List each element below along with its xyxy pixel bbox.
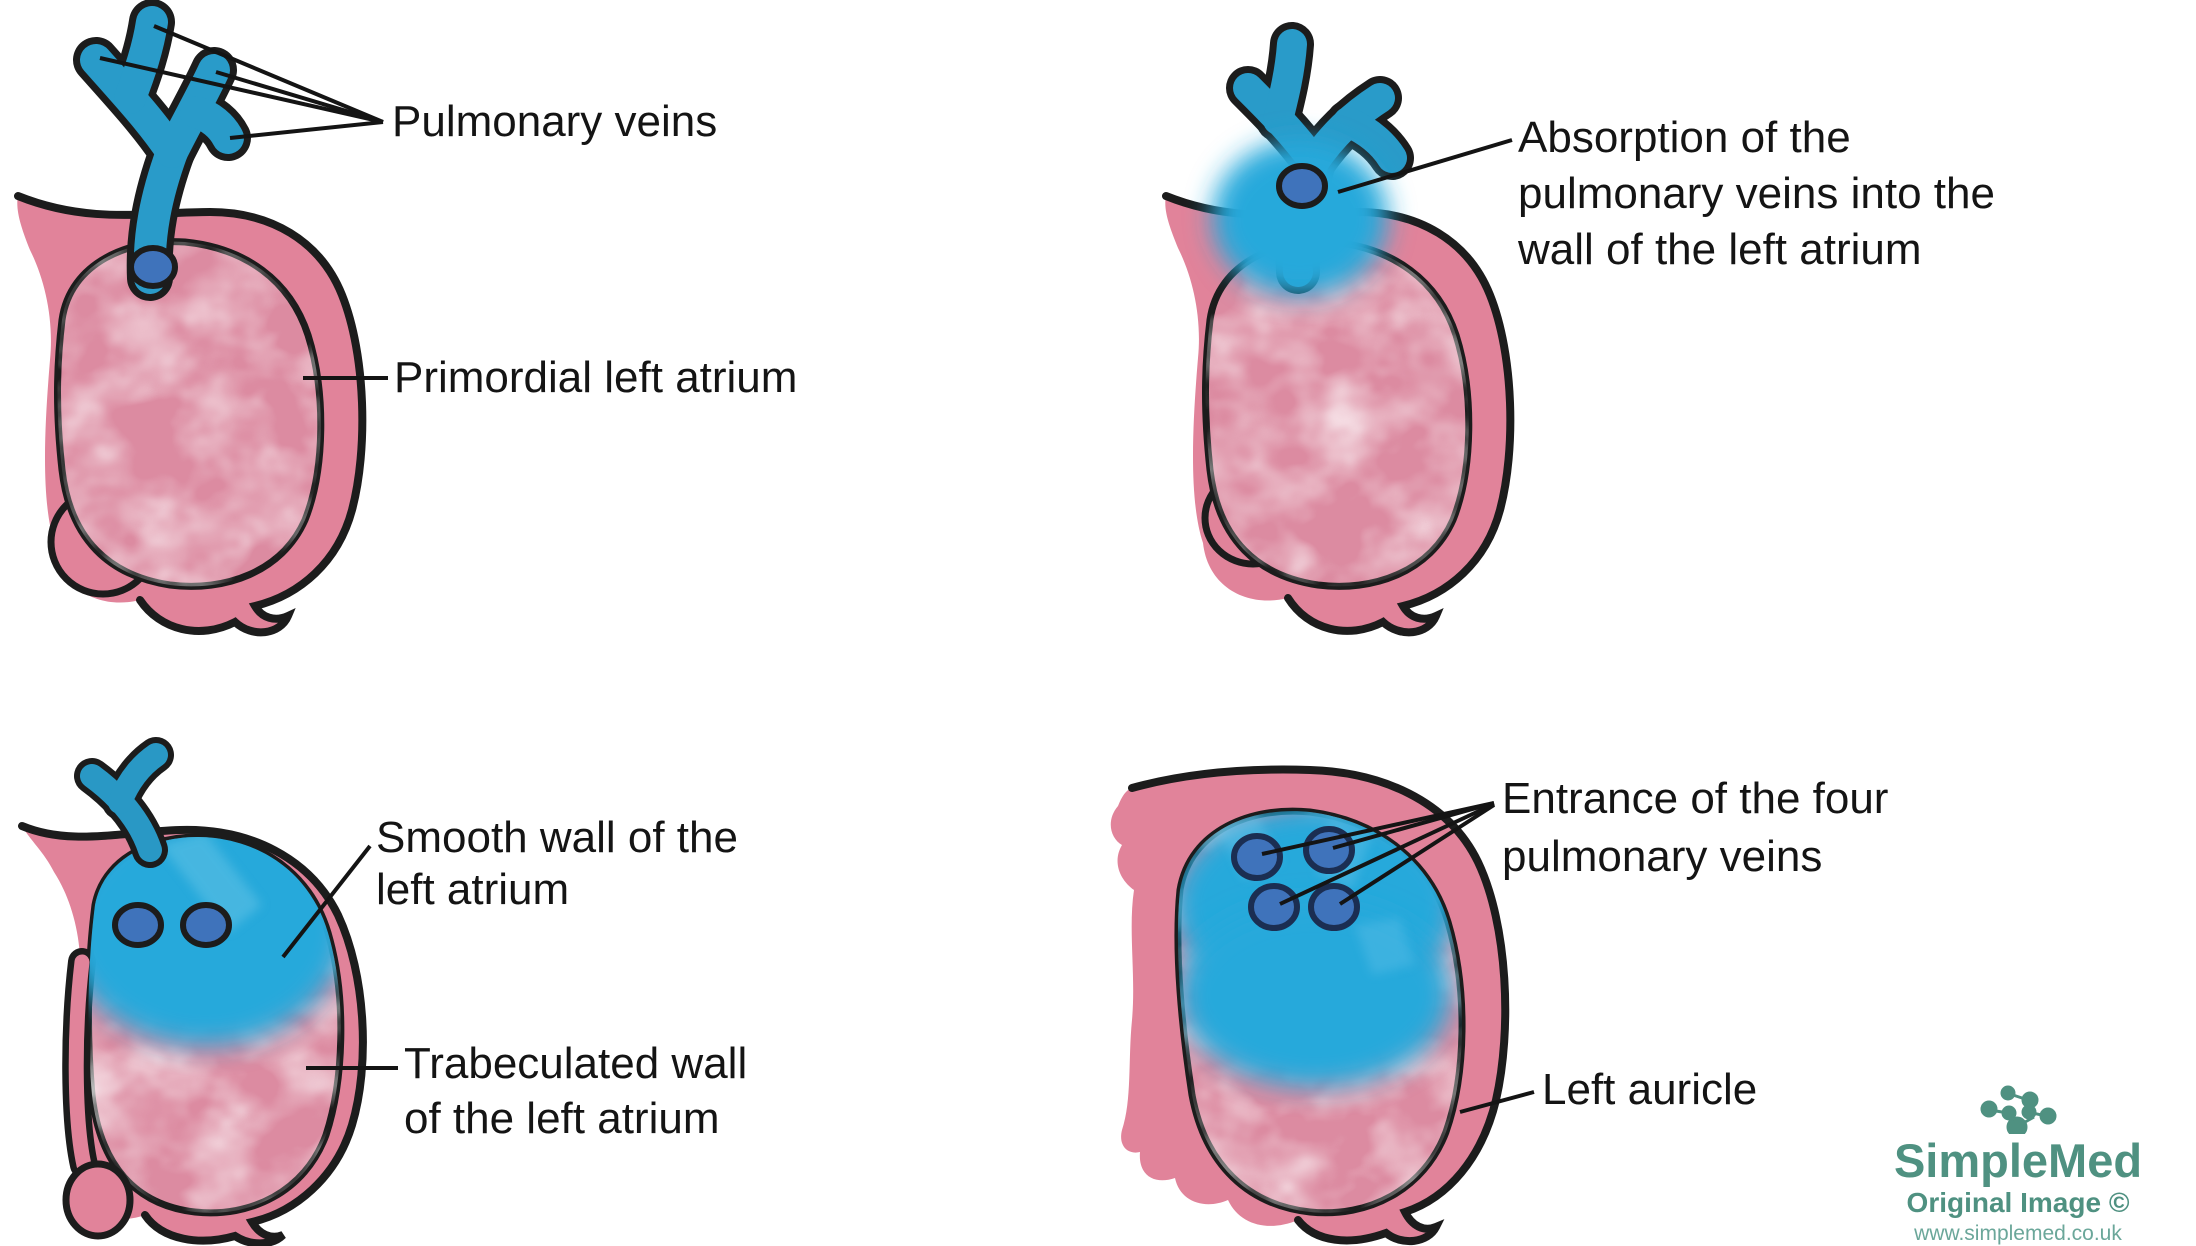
pulmonary-veins-label: Pulmonary veins	[392, 94, 717, 150]
atrium-outline	[18, 822, 367, 1246]
panel-absorption	[1162, 22, 1515, 637]
watermark: SimpleMed Original Image © www.simplemed…	[1893, 1082, 2143, 1246]
smooth-line-2: left atrium	[376, 865, 570, 914]
absorption-line-1: Absorption of the	[1518, 113, 1851, 162]
primordial-left-atrium-label: Primordial left atrium	[394, 350, 797, 406]
absorbed-vein-area	[1212, 140, 1388, 296]
appendage-finger	[62, 948, 134, 1240]
smooth-line-1: Smooth wall of the	[376, 813, 738, 862]
left-auricle-text: Left auricle	[1542, 1065, 1758, 1114]
trabeculated-line-1: Trabeculated wall	[404, 1039, 748, 1088]
smooth-wall-label: Smooth wall of the left atrium	[376, 812, 738, 916]
trabeculated-wall-label: Trabeculated wall of the left atrium	[404, 1036, 747, 1146]
trabeculated-texture	[57, 241, 321, 587]
left-auricle-leader	[1459, 1090, 1535, 1114]
trabeculated-texture	[1205, 241, 1469, 587]
left-auricle-label: Left auricle	[1542, 1062, 1757, 1118]
smooth-wall-leader	[281, 844, 372, 959]
entrance-line-2: pulmonary veins	[1502, 832, 1823, 881]
pulmonary-veins-text: Pulmonary veins	[392, 97, 718, 146]
vein-opening	[128, 245, 178, 289]
panel-four-vein-entrances	[1110, 765, 1535, 1246]
vein-stubs	[74, 737, 174, 868]
copyright-note: Original Image ©	[1906, 1187, 2130, 1218]
atrium-outline	[1128, 765, 1510, 1246]
molecule-icon	[1980, 1085, 2057, 1134]
vein-opening	[180, 902, 232, 948]
pulmonary-veins-leaders	[99, 24, 384, 140]
vein-opening	[112, 902, 164, 948]
pulmonary-vein-tree	[73, 0, 251, 301]
absorption-leader	[1337, 138, 1513, 194]
panel-smooth-trabeculated	[18, 737, 398, 1246]
brand-name: SimpleMed	[1893, 1134, 2143, 1187]
vein-openings	[1231, 826, 1360, 931]
trabeculated-line-2: of the left atrium	[404, 1094, 720, 1143]
absorption-line-3: wall of the left atrium	[1518, 225, 1922, 274]
entrance-line-1: Entrance of the four	[1502, 774, 1889, 823]
absorption-label: Absorption of the pulmonary veins into t…	[1518, 110, 1995, 278]
panel-primordial-left-atrium	[14, 0, 388, 637]
entrance-leaders	[1261, 801, 1496, 906]
website-url: www.simplemed.co.uk	[1914, 1222, 2122, 1245]
vein-opening	[1276, 163, 1328, 209]
atrium-outline	[14, 192, 367, 637]
primordial-text: Primordial left atrium	[394, 353, 798, 402]
entrance-label: Entrance of the four pulmonary veins	[1502, 770, 1888, 886]
absorption-line-2: pulmonary veins into the	[1518, 169, 1995, 218]
